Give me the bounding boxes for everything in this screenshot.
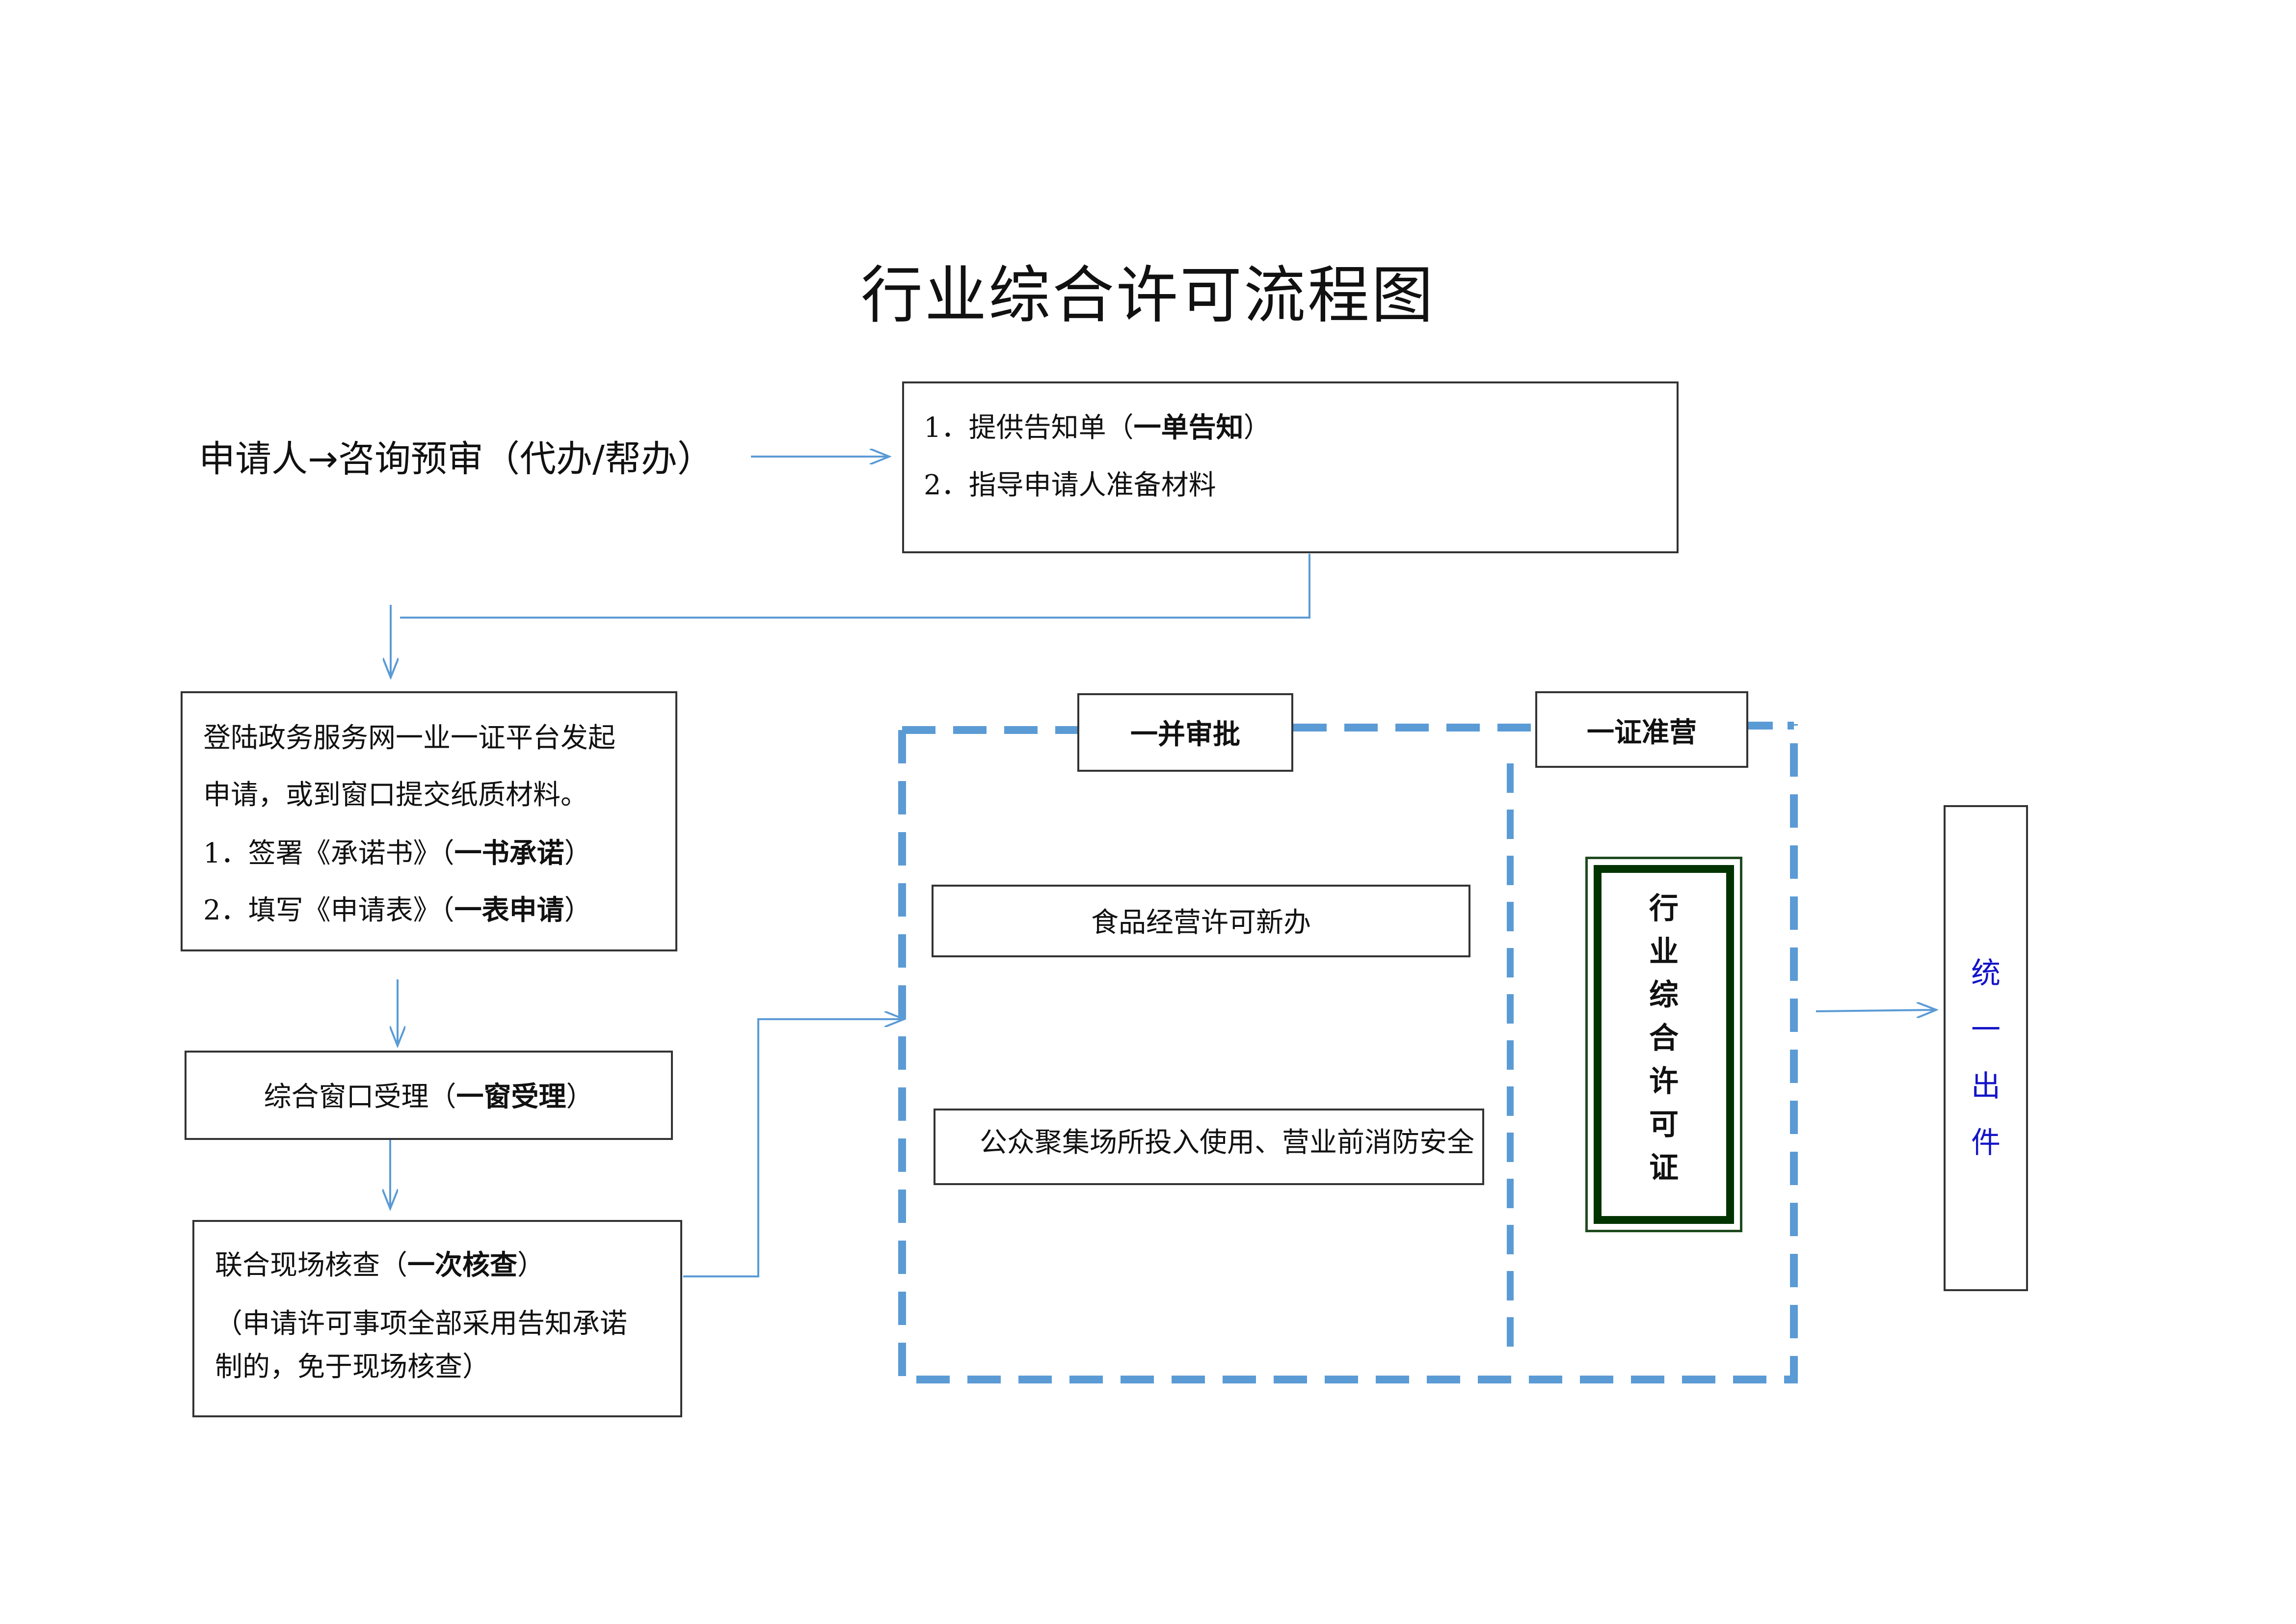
notice-line-1: 1．提供告知单（一单告知）: [924, 411, 1271, 444]
output-box: 统 一 出 件: [1944, 805, 2028, 1291]
output-char: 统: [1971, 956, 2001, 991]
license-group-label: 一证准营: [1535, 691, 1748, 768]
window-label: 综合窗口受理（一窗受理）: [264, 1081, 594, 1113]
inspect-line-1: 联合现场核查（一次核查）: [215, 1249, 545, 1281]
page-title: 行业综合许可流程图: [861, 259, 1435, 331]
approval-group-label: 一并审批: [1077, 693, 1293, 772]
applicant-label: 申请人→咨询预审（代办/帮办）: [199, 438, 714, 480]
window-box: 综合窗口受理（一窗受理）: [185, 1051, 673, 1140]
certificate-char: 证: [1649, 1151, 1679, 1185]
certificate-char: 行: [1649, 892, 1679, 926]
arrow-to-output: [1815, 1010, 1936, 1011]
notice-line-2: 2．指导申请人准备材料: [924, 469, 1216, 501]
output-char: 出: [1971, 1069, 2001, 1104]
certificate-char: 综: [1649, 978, 1679, 1012]
connector-notice-to-apply: [400, 554, 1310, 619]
inspect-box: 联合现场核查（一次核查） （申请许可事项全部采用告知承诺 制的，免于现场核查）: [192, 1220, 682, 1417]
apply-line-1: 登陆政务服务网一业一证平台发起: [203, 722, 615, 754]
notice-box: 1．提供告知单（一单告知） 2．指导申请人准备材料: [902, 381, 1679, 553]
inspect-line-2: （申请许可事项全部采用告知承诺: [215, 1308, 627, 1340]
certificate-char: 许: [1649, 1064, 1679, 1099]
output-char: 件: [1971, 1126, 2001, 1160]
dashed-group-frame: [898, 724, 1798, 1383]
approval-item-fire-safety: 公众聚集场所投入使用、营业前消防安全: [934, 1109, 1484, 1185]
certificate-box: 行 业 综 合 许 可 证: [1585, 857, 1742, 1232]
certificate-inner-border: [1594, 865, 1734, 1224]
certificate-char: 业: [1649, 935, 1679, 969]
apply-line-2: 申请，或到窗口提交纸质材料。: [203, 779, 588, 811]
arrow-inspect-to-approval: [683, 1019, 904, 1277]
certificate-char: 合: [1649, 1021, 1679, 1056]
certificate-char: 可: [1649, 1108, 1679, 1142]
output-char: 一: [1971, 1013, 2001, 1047]
approval-item-food: 食品经营许可新办: [932, 885, 1470, 957]
apply-box: 登陆政务服务网一业一证平台发起 申请，或到窗口提交纸质材料。 1．签署《承诺书》…: [181, 691, 677, 951]
apply-line-3: 1．签署《承诺书》（一书承诺）: [203, 837, 592, 869]
apply-line-4: 2．填写《申请表》（一表申请）: [203, 894, 592, 926]
inspect-line-3: 制的，免于现场核查）: [215, 1351, 490, 1383]
